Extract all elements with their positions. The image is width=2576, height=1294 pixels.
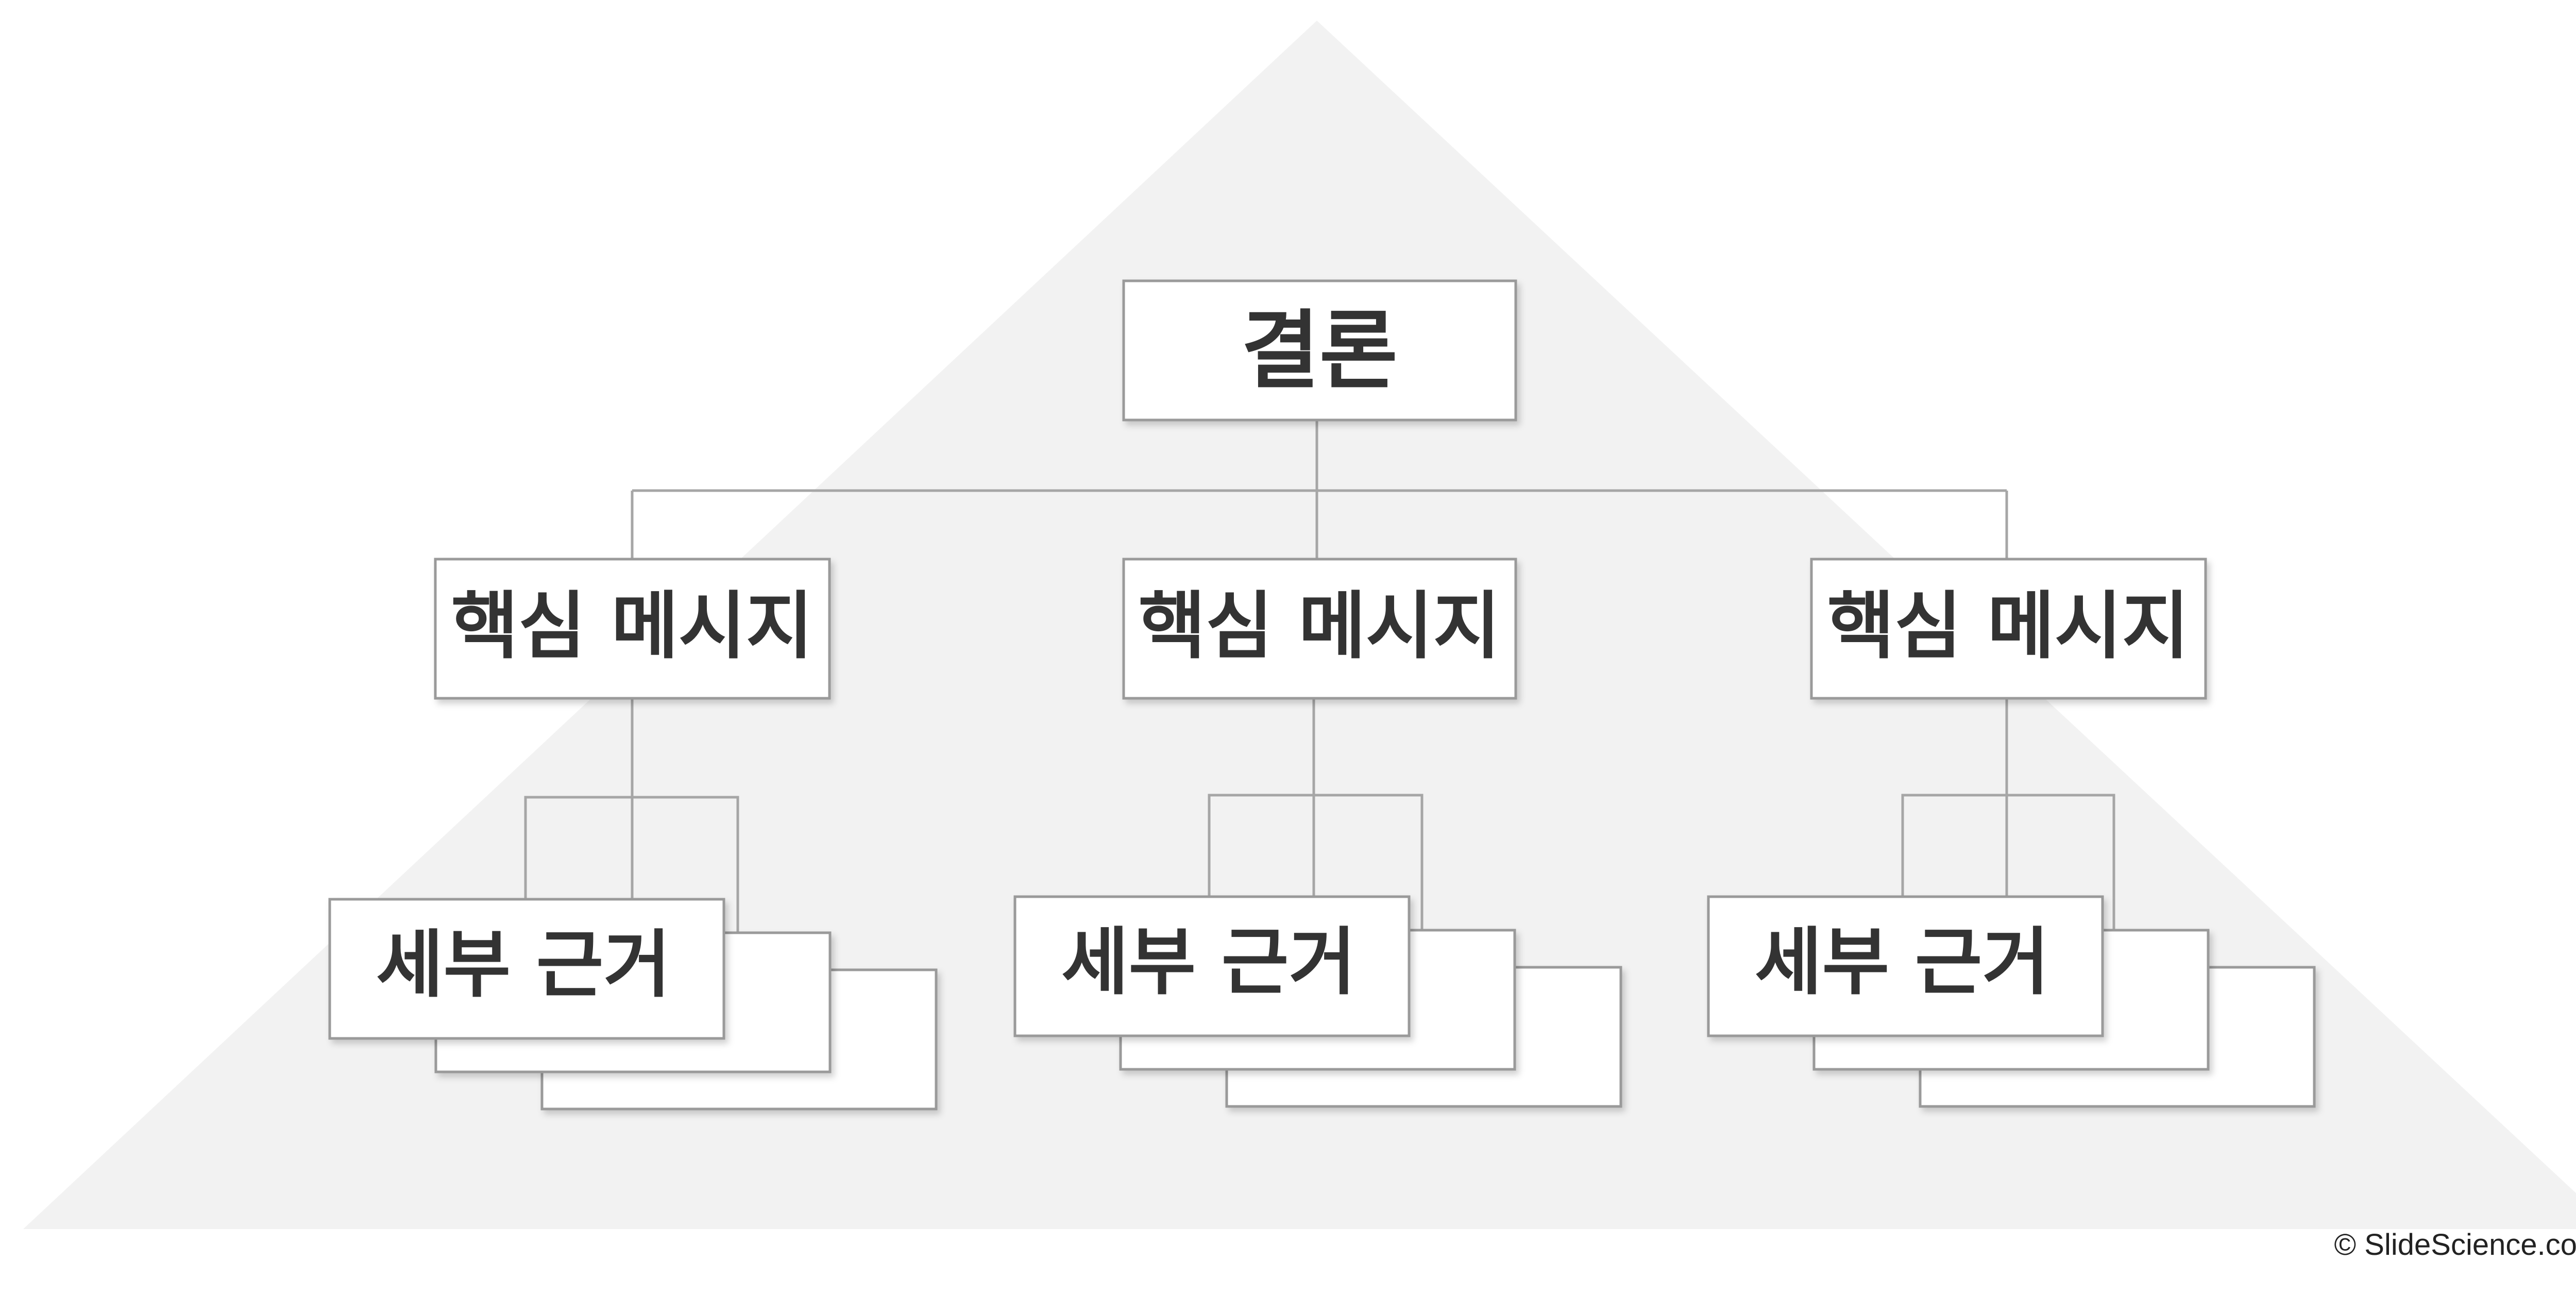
evidence-card-front	[1013, 895, 1411, 1037]
connector-group-top	[631, 417, 2008, 558]
key-message-label: 핵심 메시지	[1827, 584, 2190, 669]
evidence-card-front	[1707, 895, 2104, 1037]
evidence-stack-3: 세부 근거	[1707, 895, 2316, 1108]
connector-group-evidence-1	[524, 698, 739, 933]
connector-km1-bracket	[524, 796, 739, 933]
key-message-3: 핵심 메시지	[1810, 558, 2207, 700]
key-message-1: 핵심 메시지	[434, 558, 831, 700]
credit-text: © SlideScience.co	[2334, 1228, 2576, 1262]
evidence-card-front	[328, 898, 725, 1040]
key-message-label: 핵심 메시지	[451, 584, 814, 669]
evidence-stack-1: 세부 근거	[328, 898, 938, 1111]
connector-group-evidence-2	[1208, 698, 1423, 930]
evidence-label: 세부 근거	[376, 922, 671, 1007]
connector-group-evidence-3	[1901, 698, 2115, 930]
evidence-stack-2: 세부 근거	[1013, 895, 1622, 1108]
key-message-2: 핵심 메시지	[1122, 558, 1517, 700]
key-message-label: 핵심 메시지	[1139, 584, 1501, 669]
connector-km3-bracket	[1901, 794, 2115, 930]
root-label: 결론	[1241, 301, 1398, 400]
connector-km2-bracket	[1208, 794, 1423, 930]
evidence-label: 세부 근거	[1061, 920, 1356, 1005]
evidence-label: 세부 근거	[1755, 920, 2049, 1005]
root-node: 결론	[1122, 279, 1517, 422]
